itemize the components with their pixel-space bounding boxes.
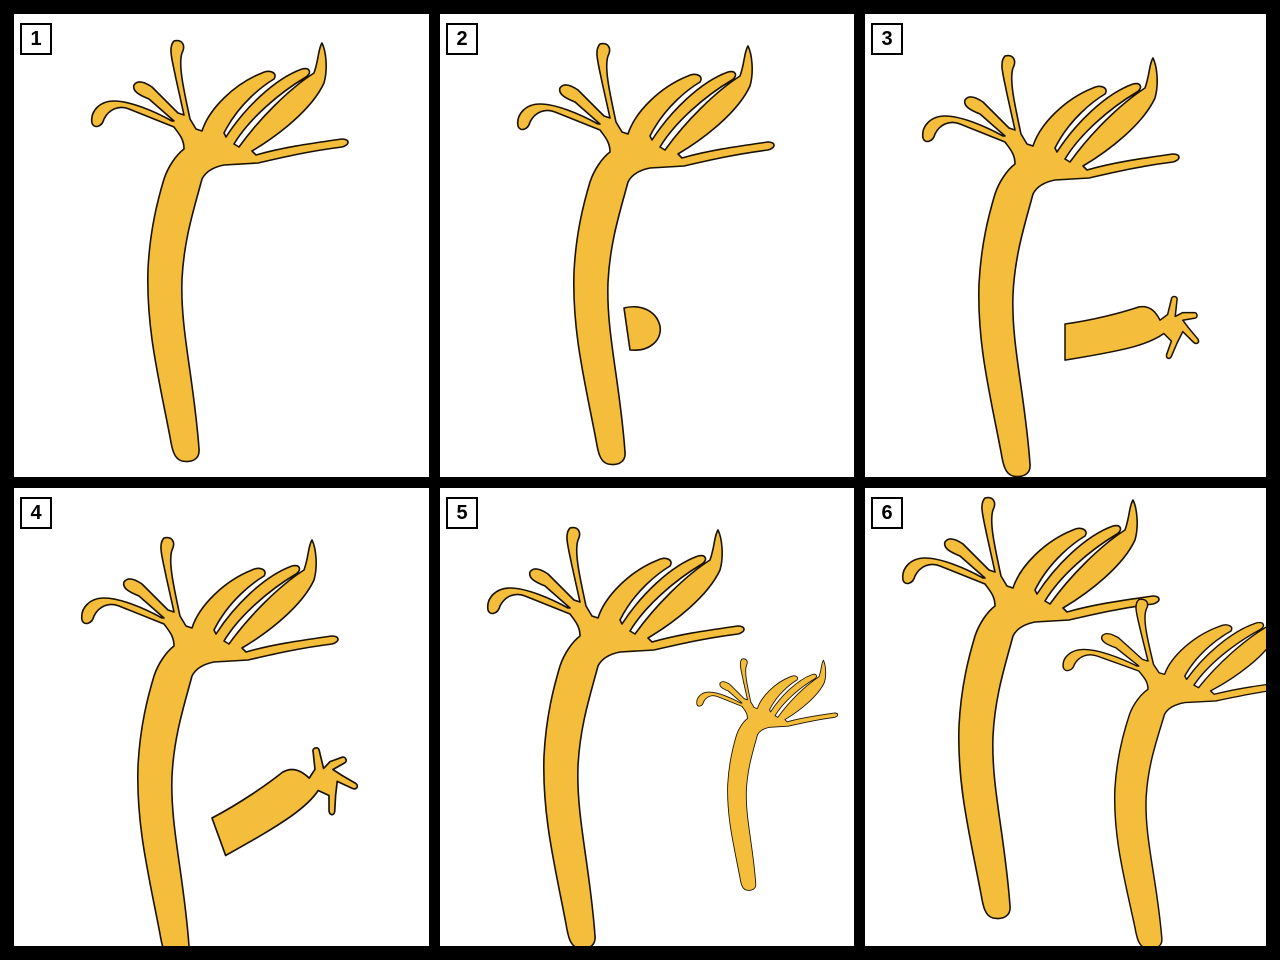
- panel-number: 4: [20, 497, 52, 529]
- bud-bulge: [624, 307, 660, 350]
- panel-1: 1: [14, 14, 429, 477]
- panel-3: 3: [865, 14, 1266, 477]
- panel-number: 5: [446, 497, 478, 529]
- hydra-with-early-bud-illustration: [440, 14, 854, 477]
- hydra-bud-detaching-illustration: [440, 488, 854, 946]
- hydra-with-growing-bud-illustration: [865, 14, 1266, 477]
- panel-5: 5: [440, 488, 854, 946]
- panel-number: 2: [446, 23, 478, 55]
- panel-2: 2: [440, 14, 854, 477]
- panel-6: 6: [865, 488, 1266, 946]
- two-separate-hydras-illustration: [865, 488, 1266, 946]
- panel-number: 3: [871, 23, 903, 55]
- hydra-adult-illustration: [14, 14, 429, 477]
- hydra-with-mature-bud-illustration: [14, 488, 429, 946]
- panel-number: 6: [871, 497, 903, 529]
- panel-number: 1: [20, 23, 52, 55]
- panel-4: 4: [14, 488, 429, 946]
